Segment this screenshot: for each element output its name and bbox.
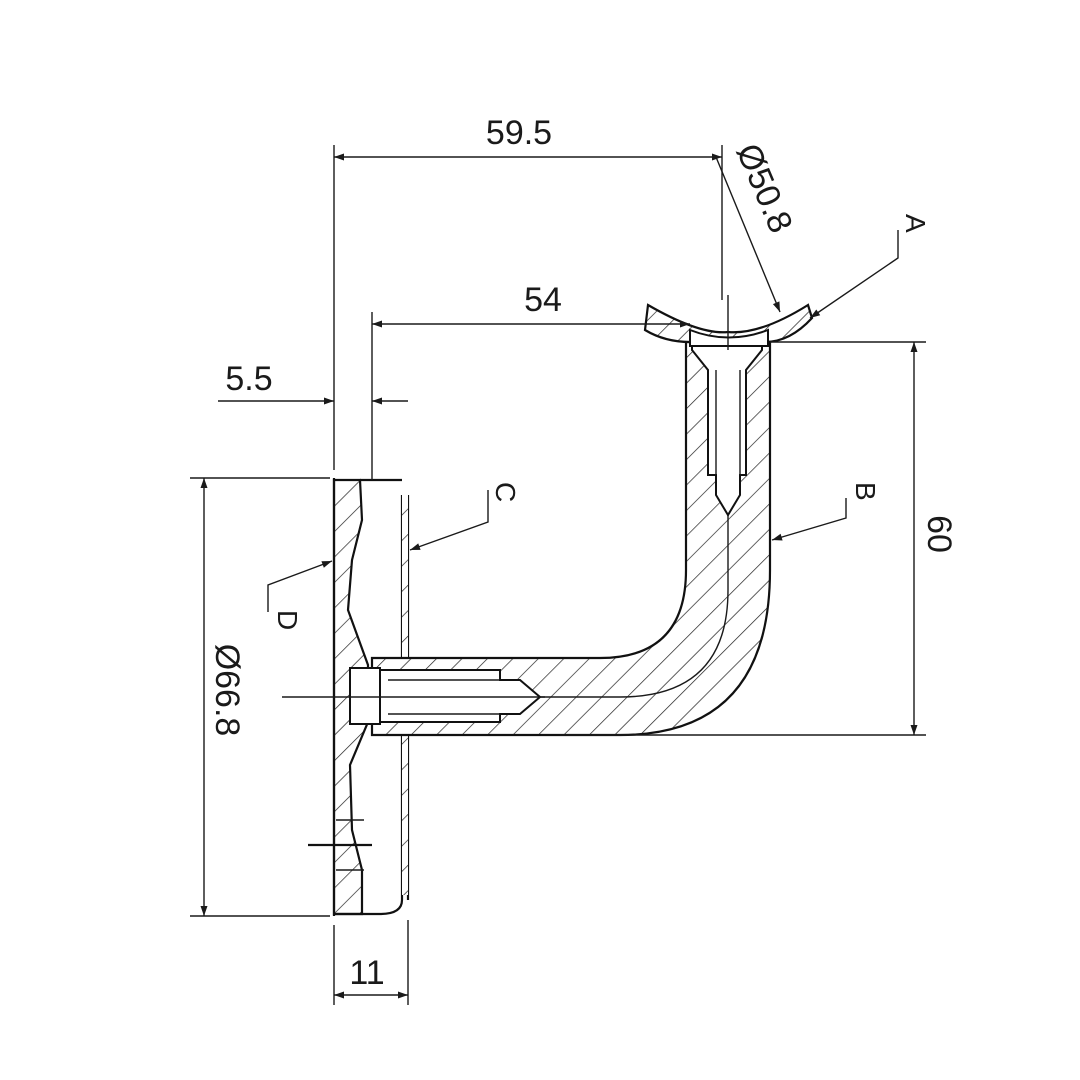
callout-c: C <box>409 482 521 551</box>
callout-d: D <box>267 560 333 630</box>
saddle-neck <box>689 328 769 347</box>
horizontal-screw-hole <box>371 669 542 723</box>
bracket-arm-center-line <box>400 345 729 698</box>
callout-c-label: C <box>490 482 521 502</box>
callout-a-label: A <box>900 214 931 233</box>
dimension-inner-length-label: 54 <box>524 281 562 319</box>
dimension-height-label: 60 <box>920 515 958 553</box>
callout-d-label: D <box>272 610 303 630</box>
vertical-screw-hole <box>691 344 763 517</box>
dimension-saddle-diameter-label: Ø50.8 <box>729 138 800 238</box>
dimension-plate-offset: 5.5 <box>218 360 408 405</box>
dimension-plate-offset-label: 5.5 <box>225 360 272 398</box>
callout-a: A <box>809 214 931 319</box>
dimension-plate-thickness: 11 <box>333 920 409 1005</box>
bracket-arm <box>282 340 772 737</box>
dimension-arm-length-label: 59.5 <box>486 114 552 152</box>
dimension-saddle-diameter: Ø50.8 <box>715 138 800 313</box>
dimension-inner-length: 54 <box>371 281 690 480</box>
horizontal-screw-head <box>349 667 381 725</box>
saddle <box>643 295 814 350</box>
saddle-section <box>643 303 814 344</box>
dimension-plate-diameter: Ø66.8 <box>190 477 330 917</box>
bracket-arm-section <box>370 340 772 737</box>
callout-b: B <box>771 482 881 541</box>
dimension-height: 60 <box>560 341 958 736</box>
dimension-arm-length: 59.5 <box>333 114 723 470</box>
callout-b-label: B <box>850 482 881 501</box>
dimension-plate-diameter-label: Ø66.8 <box>208 644 246 737</box>
dimension-plate-thickness-label: 11 <box>349 954 384 992</box>
